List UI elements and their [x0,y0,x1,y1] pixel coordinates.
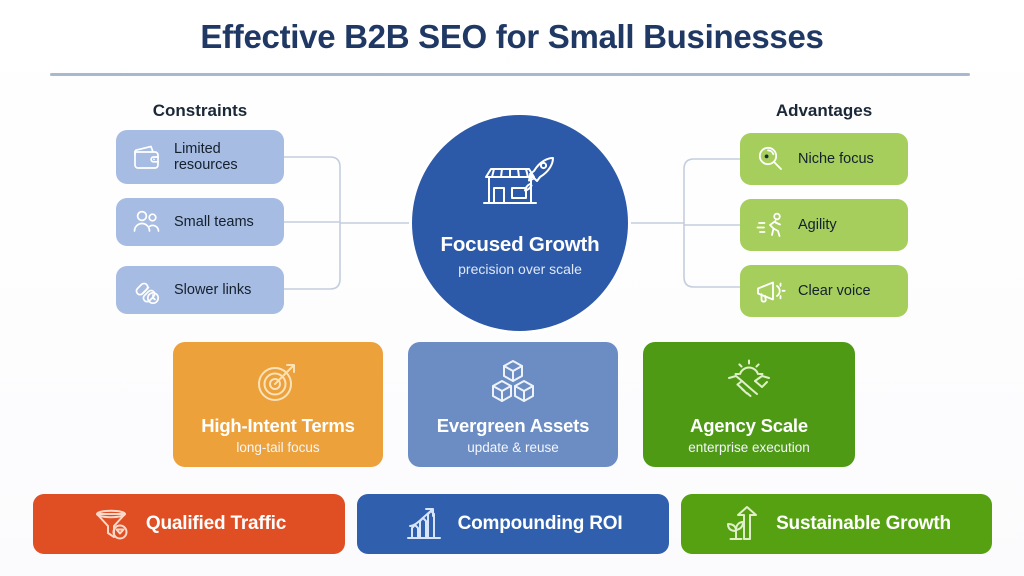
team-icon [127,203,165,241]
storefront-rocket-icon [472,151,568,221]
title-divider [50,73,970,76]
advantage-label: Clear voice [798,282,871,299]
handshake-gear-icon [723,357,775,405]
runner-icon [751,206,789,244]
mid-card-title: Evergreen Assets [436,415,590,436]
hub-subtitle: precision over scale [458,261,582,277]
constraint-card-slower-links[interactable]: Slower links [116,266,284,314]
mid-card-high-intent-terms[interactable]: High-Intent Terms long-tail focus [173,342,383,467]
mid-card-subtitle: update & reuse [467,440,559,455]
right-column-heading: Advantages [775,101,873,120]
bottom-bar-label: Compounding ROI [457,513,623,534]
advantage-card-clear-voice[interactable]: Clear voice [740,265,908,317]
advantage-card-niche-focus[interactable]: Niche focus [740,133,908,185]
bottom-bar-label: Qualified Traffic [145,513,287,534]
constraint-card-small-teams[interactable]: Small teams [116,198,284,246]
growth-chart-icon [404,504,444,544]
funnel-icon [92,504,132,544]
megaphone-icon [751,272,789,310]
hub-title: Focused Growth [440,233,600,256]
page-title: Effective B2B SEO for Small Businesses [200,18,824,55]
bottom-bar-label: Sustainable Growth [776,513,951,534]
advantage-card-agility[interactable]: Agility [740,199,908,251]
sprout-arrow-icon [722,504,762,544]
mid-card-title: Agency Scale [690,415,808,436]
constraint-label: Slower links [174,281,252,298]
magnifier-icon [751,140,789,178]
bottom-bar-sustainable-growth[interactable]: Sustainable Growth [681,494,992,554]
advantage-label: Agility [798,216,837,233]
bottom-bar-compounding-roi[interactable]: Compounding ROI [357,494,669,554]
stacked-cubes-icon [487,357,539,405]
advantage-label: Niche focus [798,150,874,167]
bottom-bar-qualified-traffic[interactable]: Qualified Traffic [33,494,345,554]
left-column-heading: Constraints [152,101,248,120]
mid-card-agency-scale[interactable]: Agency Scale enterprise execution [643,342,855,467]
constraint-card-limited-resources[interactable]: Limited resources [116,130,284,184]
hub-focused-growth[interactable]: Focused Growth precision over scale [412,115,628,331]
constraint-label: Limited resources [174,140,238,173]
wallet-icon [127,138,165,176]
mid-card-subtitle: long-tail focus [236,440,320,455]
mid-card-evergreen-assets[interactable]: Evergreen Assets update & reuse [408,342,618,467]
link-clock-icon [127,271,165,309]
constraint-label: Small teams [174,213,254,230]
mid-card-title: High-Intent Terms [201,415,355,436]
mid-card-subtitle: enterprise execution [688,440,810,455]
target-arrow-icon [252,357,304,405]
